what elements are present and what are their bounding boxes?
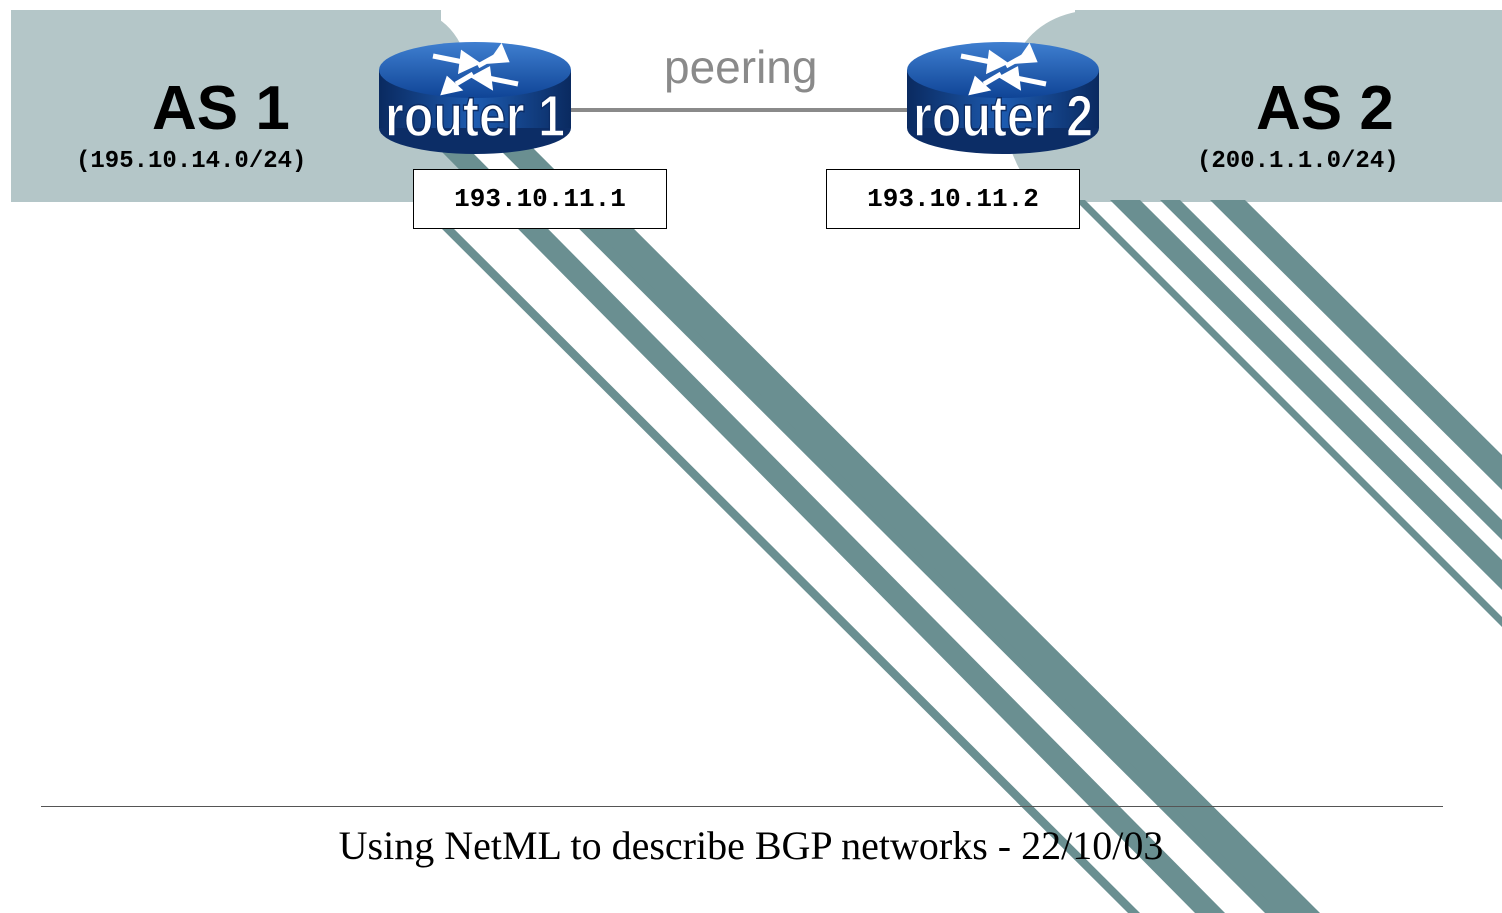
as2-title: AS 2: [1256, 74, 1394, 143]
router-icon[interactable]: [907, 42, 1099, 154]
footer-title: Using NetML to describe BGP networks - 2…: [338, 823, 1164, 868]
peering-label: peering: [664, 41, 818, 93]
router2-label: router 2: [913, 84, 1093, 149]
router2-ip-box: 193.10.11.2: [826, 169, 1080, 229]
router1-label: router 1: [385, 84, 565, 149]
as1-title: AS 1: [152, 74, 290, 143]
router-icon[interactable]: [379, 42, 571, 154]
footer-divider: [41, 806, 1443, 807]
as2-prefix: (200.1.1.0/24): [1197, 148, 1399, 175]
as1-prefix: (195.10.14.0/24): [76, 148, 307, 175]
decorative-stripes: [413, 130, 1502, 913]
router1-ip-box: 193.10.11.1: [413, 169, 667, 229]
